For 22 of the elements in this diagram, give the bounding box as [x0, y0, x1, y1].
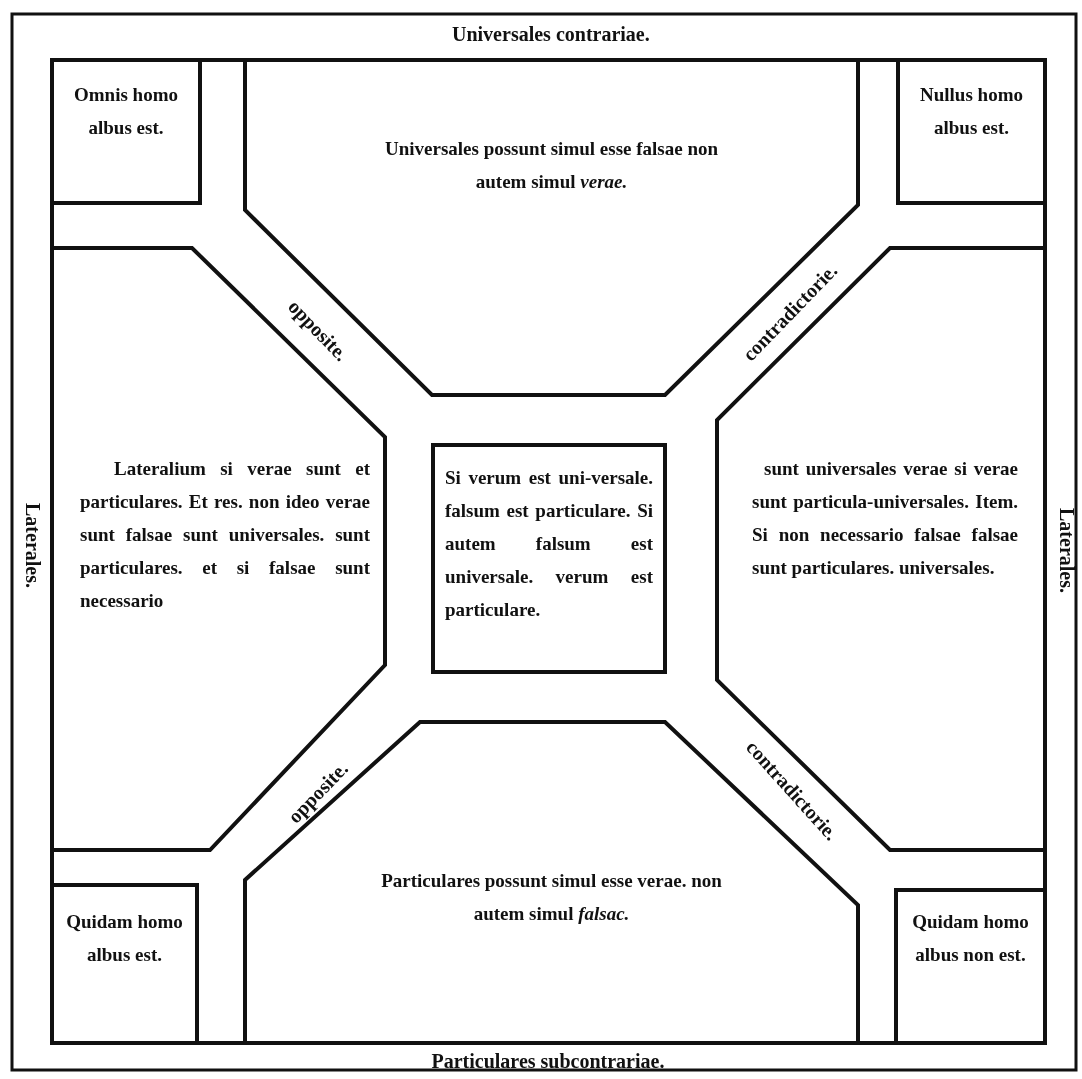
- panel-text: Particulares possunt simul esse verae. non autem simul falsac.: [380, 869, 723, 926]
- heading: Universales contrariae.: [452, 22, 650, 46]
- panel-text: Lateralium si verae sunt et particulares. Et res. non ideo verae sunt falsae sunt universales. sunt particulares. et si falsae sunt necessario: [80, 457, 370, 613]
- panel-text: Quidam homo albus non est.: [911, 910, 1030, 967]
- octagon-panel: [717, 248, 1045, 850]
- side-label: Laterales.: [1054, 507, 1078, 593]
- proposition-box: [896, 890, 1045, 1043]
- octagon-panel: [245, 60, 858, 395]
- panel-text: Nullus homo albus est.: [919, 83, 1024, 140]
- proposition-box: [52, 885, 197, 1043]
- heading: Particulares subcontrariae.: [431, 1049, 665, 1073]
- octagon-panel: [245, 722, 858, 1043]
- panel-text: sunt universales verae si verae sunt particula-universales. Item. Si non necessario falsae falsae sunt particulares. universales.: [752, 457, 1018, 580]
- center-box: [433, 445, 665, 672]
- panel-text: Universales possunt simul esse falsae non autem simul verae.: [383, 137, 720, 194]
- panel-text: Si verum est uni-versale. falsum est particulare. Si autem falsum est universale. verum est particulare.: [445, 466, 653, 622]
- side-label: Laterales.: [20, 502, 44, 588]
- panel-text: Quidam homo albus est.: [65, 910, 184, 967]
- proposition-box: [898, 60, 1045, 203]
- panel-text: Omnis homo albus est.: [73, 83, 179, 140]
- proposition-box: [52, 60, 200, 203]
- octagon-panel: [52, 248, 385, 850]
